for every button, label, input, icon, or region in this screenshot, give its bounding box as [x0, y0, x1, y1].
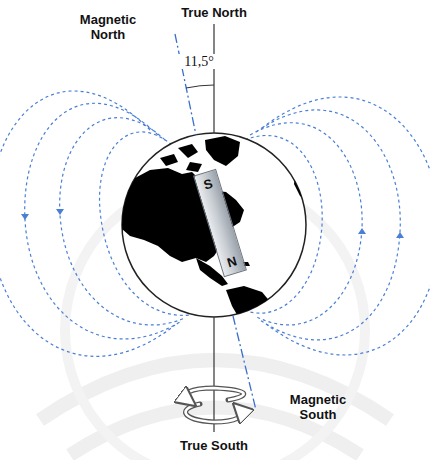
continents — [121, 136, 310, 320]
pole-letter: S — [202, 176, 215, 193]
axis-label: Magnetic North — [68, 12, 148, 42]
axis-label: Magnetic South — [278, 392, 358, 422]
rotation-arrows — [185, 388, 243, 422]
angle-value: 11,5° — [178, 54, 220, 69]
axis-label: True North — [164, 5, 264, 20]
axis-label: True South — [164, 438, 264, 453]
globe — [122, 133, 306, 317]
pole-letter: N — [225, 253, 238, 270]
angle-arc — [186, 85, 214, 88]
field-lines — [0, 91, 430, 356]
rotation-arrows-inner — [185, 388, 243, 422]
magnetic-axis — [175, 34, 256, 410]
